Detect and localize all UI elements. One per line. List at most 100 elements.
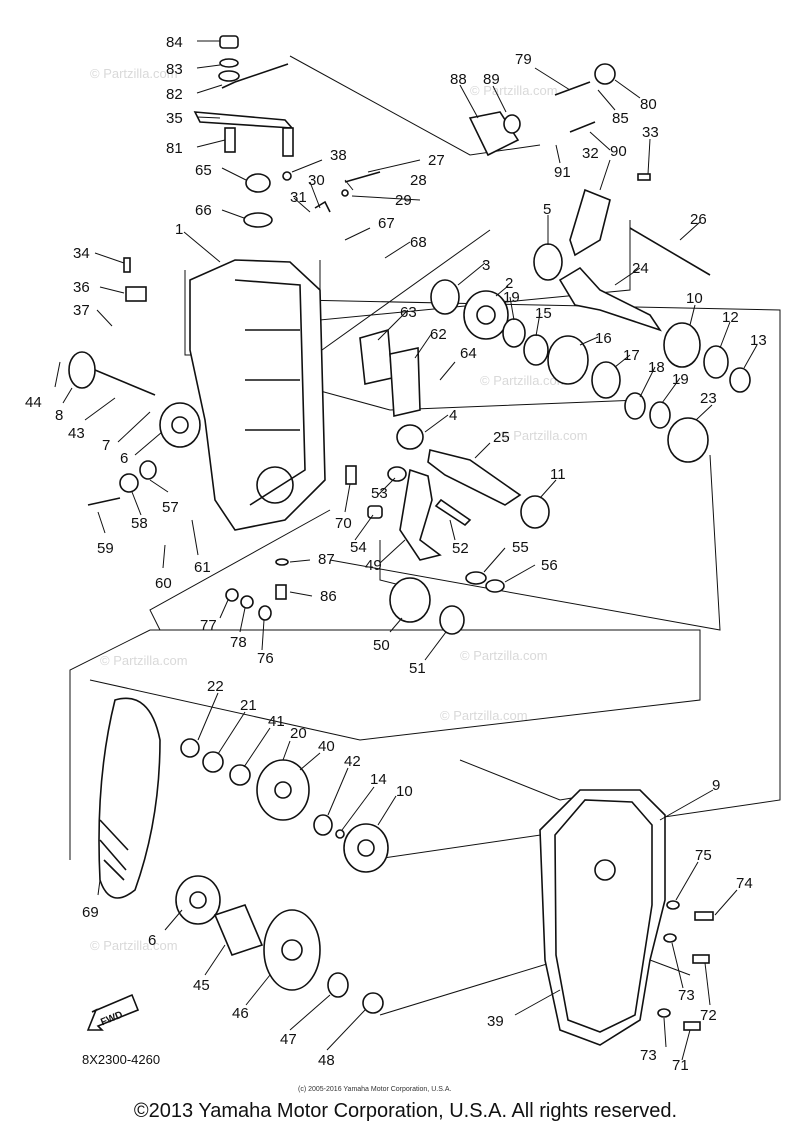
part-label: 75	[695, 847, 712, 864]
part-label: 48	[318, 1052, 335, 1069]
part-label: 4	[449, 407, 457, 424]
watermark: © Partzilla.com	[440, 708, 528, 723]
diagram-code: 8X2300-4260	[82, 1052, 160, 1067]
part-label: 82	[166, 86, 183, 103]
part-label: 13	[750, 332, 767, 349]
part-label: 17	[623, 347, 640, 364]
part-label: 45	[193, 977, 210, 994]
watermark: © Partzilla.com	[90, 66, 178, 81]
part-label: 74	[736, 875, 753, 892]
part-label: 70	[335, 515, 352, 532]
part-label: 27	[428, 152, 445, 169]
part-label: 30	[308, 172, 325, 189]
part-label: 54	[350, 539, 367, 556]
part-labels: 84 83 82 35 81 65 66 38 27 28 30 29 31 1…	[25, 34, 767, 1074]
part-label: 87	[318, 551, 335, 568]
leader-lines	[54, 40, 758, 1061]
part-label: 5	[543, 201, 551, 218]
small-copyright: (c) 2005-2016 Yamaha Motor Corporation, …	[298, 1086, 451, 1093]
part-label: 22	[207, 678, 224, 695]
part-label: 3	[482, 257, 490, 274]
part-label: 37	[73, 302, 90, 319]
part-label: 85	[612, 110, 629, 127]
part-label: 89	[483, 71, 500, 88]
watermark: © Partzilla.com	[90, 938, 178, 953]
watermark: © Partzilla.com	[100, 653, 188, 668]
part-label: 9	[712, 777, 720, 794]
part-label: 19	[503, 289, 520, 306]
part-label: 62	[430, 326, 447, 343]
part-label: 81	[166, 140, 183, 157]
part-label: 21	[240, 697, 257, 714]
assembly-outline-lines	[69, 55, 781, 1016]
part-label: 59	[97, 540, 114, 557]
part-label: 64	[460, 345, 477, 362]
part-label: 53	[371, 485, 388, 502]
part-label: 84	[166, 34, 183, 51]
copyright-notice: ©2013 Yamaha Motor Corporation, U.S.A. A…	[133, 1100, 678, 1122]
watermark: © Partzilla.com	[500, 428, 588, 443]
part-label: 58	[131, 515, 148, 532]
part-label: 8	[55, 407, 63, 424]
part-label: 39	[487, 1013, 504, 1030]
part-label: 83	[166, 61, 183, 78]
part-label: 63	[400, 304, 417, 321]
part-label: 23	[700, 390, 717, 407]
watermark: © Partzilla.com	[470, 83, 558, 98]
part-label: 2	[505, 275, 513, 292]
part-label: 25	[493, 429, 510, 446]
part-label: 15	[535, 305, 552, 322]
part-label: 78	[230, 634, 247, 651]
part-label: 57	[162, 499, 179, 516]
part-label: 79	[515, 51, 532, 68]
part-label: 67	[378, 215, 395, 232]
part-label: 29	[395, 192, 412, 209]
part-label: 56	[541, 557, 558, 574]
watermark: © Partzilla.com	[460, 648, 548, 663]
watermark: © Partzilla.com	[480, 373, 568, 388]
part-label: 68	[410, 234, 427, 251]
part-label: 28	[410, 172, 427, 189]
part-label: 60	[155, 575, 172, 592]
part-label: 76	[257, 650, 274, 667]
part-label: 72	[700, 1007, 717, 1024]
part-label: 52	[452, 540, 469, 557]
part-label: 36	[73, 279, 90, 296]
part-label: 31	[290, 189, 307, 206]
part-label: 38	[330, 147, 347, 164]
part-label: 33	[642, 124, 659, 141]
part-label: 14	[370, 771, 387, 788]
part-label: 26	[690, 211, 707, 228]
part-label: 49	[365, 557, 382, 574]
part-label: 6	[148, 932, 156, 949]
part-label: 55	[512, 539, 529, 556]
part-label: 77	[200, 617, 217, 634]
watermarks: © Partzilla.com © Partzilla.com © Partzi…	[90, 66, 588, 953]
part-label: 73	[678, 987, 695, 1004]
part-label: 65	[195, 162, 212, 179]
part-label: 50	[373, 637, 390, 654]
part-label: 40	[318, 738, 335, 755]
part-label: 90	[610, 143, 627, 160]
part-label: 10	[396, 783, 413, 800]
part-label: 43	[68, 425, 85, 442]
part-label: 16	[595, 330, 612, 347]
part-label: 12	[722, 309, 739, 326]
part-label: 86	[320, 588, 337, 605]
part-label: 11	[550, 466, 566, 483]
part-label: 24	[632, 260, 649, 277]
part-label: 69	[82, 904, 99, 921]
part-label: 20	[290, 725, 307, 742]
part-label: 71	[672, 1057, 689, 1074]
part-label: 91	[554, 164, 571, 181]
part-label: 66	[195, 202, 212, 219]
part-label: 32	[582, 145, 599, 162]
part-label: 46	[232, 1005, 249, 1022]
part-label: 34	[73, 245, 90, 262]
part-label: 41	[268, 713, 285, 730]
part-label: 7	[102, 437, 110, 454]
part-label: 10	[686, 290, 703, 307]
part-label: 61	[194, 559, 211, 576]
part-label: 73	[640, 1047, 657, 1064]
